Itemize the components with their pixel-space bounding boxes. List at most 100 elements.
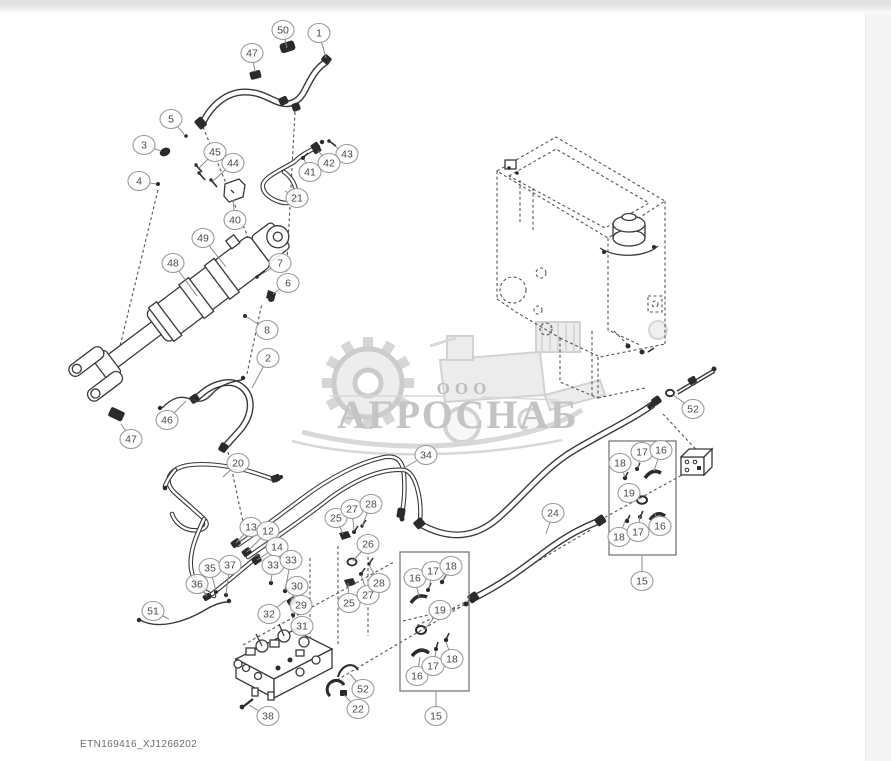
callout-16-61[interactable]: 16 — [648, 515, 672, 537]
callout-4-5[interactable]: 4 — [127, 170, 151, 192]
top-border-fade — [0, 5, 891, 14]
svg-text:35: 35 — [204, 563, 216, 575]
svg-text:25: 25 — [330, 513, 342, 525]
svg-text:16: 16 — [411, 671, 423, 683]
svg-text:18: 18 — [613, 532, 625, 544]
callout-40-12[interactable]: 40 — [223, 209, 247, 231]
svg-text:49: 49 — [197, 233, 209, 245]
callout-45-6[interactable]: 45 — [203, 141, 227, 163]
callout-18-55[interactable]: 18 — [608, 452, 632, 474]
callout-29-33[interactable]: 29 — [289, 594, 313, 616]
callout-leader-lines — [120, 29, 694, 717]
svg-text:37: 37 — [224, 560, 236, 572]
callout-20-21[interactable]: 20 — [226, 452, 250, 474]
callout-7-15[interactable]: 7 — [268, 252, 292, 274]
svg-text:40: 40 — [229, 215, 241, 227]
callout-26-38[interactable]: 26 — [356, 533, 380, 555]
callout-33-27[interactable]: 33 — [279, 549, 303, 571]
callout-24-62[interactable]: 24 — [541, 502, 565, 524]
callout-41-10[interactable]: 41 — [298, 161, 322, 183]
svg-text:1: 1 — [316, 28, 322, 40]
hose-2-drawing — [189, 379, 254, 453]
svg-text:14: 14 — [271, 542, 283, 554]
hose-34-drawing — [413, 343, 717, 539]
callout-8-17[interactable]: 8 — [255, 319, 279, 341]
svg-text:5: 5 — [168, 114, 174, 126]
svg-text:7: 7 — [277, 258, 283, 270]
callout-30-31[interactable]: 30 — [285, 575, 309, 597]
callout-22-45[interactable]: 22 — [346, 698, 370, 720]
svg-text:18: 18 — [445, 561, 457, 573]
callout-52-44[interactable]: 52 — [351, 678, 375, 700]
callout-17-60[interactable]: 17 — [626, 521, 650, 543]
callout-48-14[interactable]: 48 — [161, 252, 185, 274]
callout-46-19[interactable]: 46 — [155, 409, 179, 431]
callout-15-46[interactable]: 15 — [424, 705, 448, 727]
svg-text:16: 16 — [655, 445, 667, 457]
callout-6-16[interactable]: 6 — [276, 272, 300, 294]
callout-35-28[interactable]: 35 — [198, 557, 222, 579]
svg-text:19: 19 — [434, 605, 446, 617]
callout-37-29[interactable]: 37 — [218, 554, 242, 576]
hose-24-drawing — [463, 514, 607, 607]
svg-text:25: 25 — [343, 598, 355, 610]
callout-47-2[interactable]: 47 — [240, 42, 264, 64]
svg-text:13: 13 — [245, 522, 257, 534]
watermark-combine-icon — [429, 320, 668, 444]
callout-28-41[interactable]: 28 — [367, 572, 391, 594]
callout-36-30[interactable]: 36 — [185, 573, 209, 595]
svg-text:48: 48 — [167, 258, 179, 270]
svg-text:34: 34 — [420, 450, 432, 462]
callout-21-11[interactable]: 21 — [285, 187, 309, 209]
svg-text:42: 42 — [323, 158, 335, 170]
callout-3-4[interactable]: 3 — [132, 134, 156, 156]
oil-tank-phantom — [495, 136, 667, 399]
svg-text:3: 3 — [141, 140, 147, 152]
svg-text:18: 18 — [614, 458, 626, 470]
callout-28-37[interactable]: 28 — [359, 493, 383, 515]
connector-block-drawing — [679, 447, 714, 477]
callout-49-13[interactable]: 49 — [191, 227, 215, 249]
svg-text:19: 19 — [623, 488, 635, 500]
callout-16-51[interactable]: 16 — [405, 665, 429, 687]
callout-52-63[interactable]: 52 — [681, 398, 705, 420]
callout-12-24[interactable]: 12 — [256, 520, 280, 542]
top-border-strip — [0, 0, 891, 5]
svg-text:36: 36 — [191, 579, 203, 591]
svg-text:27: 27 — [346, 504, 358, 516]
tube-46-drawing — [157, 375, 246, 411]
tube-51-drawing — [136, 598, 232, 626]
svg-text:28: 28 — [365, 499, 377, 511]
callout-32-32[interactable]: 32 — [257, 603, 281, 625]
callout-38-43[interactable]: 38 — [256, 705, 280, 727]
callout-19-50[interactable]: 19 — [428, 599, 452, 621]
svg-text:22: 22 — [352, 704, 364, 716]
svg-text:33: 33 — [267, 560, 279, 572]
callout-47-20[interactable]: 47 — [119, 428, 143, 450]
svg-text:52: 52 — [687, 404, 699, 416]
callout-34-22[interactable]: 34 — [414, 444, 438, 466]
callout-5-3[interactable]: 5 — [159, 108, 183, 130]
svg-text:17: 17 — [632, 527, 644, 539]
svg-text:21: 21 — [291, 193, 303, 205]
callout-2-18[interactable]: 2 — [256, 347, 280, 369]
callout-51-42[interactable]: 51 — [141, 600, 165, 622]
callout-25-39[interactable]: 25 — [337, 592, 361, 614]
svg-text:15: 15 — [430, 711, 442, 723]
callout-50-0[interactable]: 50 — [271, 19, 295, 41]
callout-19-58[interactable]: 19 — [617, 482, 641, 504]
callout-18-53[interactable]: 18 — [440, 648, 464, 670]
callout-43-8[interactable]: 43 — [335, 143, 359, 165]
svg-text:47: 47 — [246, 48, 258, 60]
svg-text:28: 28 — [373, 578, 385, 590]
callout-42-9[interactable]: 42 — [317, 152, 341, 174]
callout-16-57[interactable]: 16 — [649, 439, 673, 461]
callout-1-1[interactable]: 1 — [307, 22, 331, 44]
svg-text:20: 20 — [232, 458, 244, 470]
svg-text:26: 26 — [362, 539, 374, 551]
callout-15-54[interactable]: 15 — [630, 570, 654, 592]
callout-44-7[interactable]: 44 — [221, 152, 245, 174]
svg-text:38: 38 — [262, 711, 274, 723]
callout-31-34[interactable]: 31 — [290, 615, 314, 637]
callout-18-49[interactable]: 18 — [439, 555, 463, 577]
